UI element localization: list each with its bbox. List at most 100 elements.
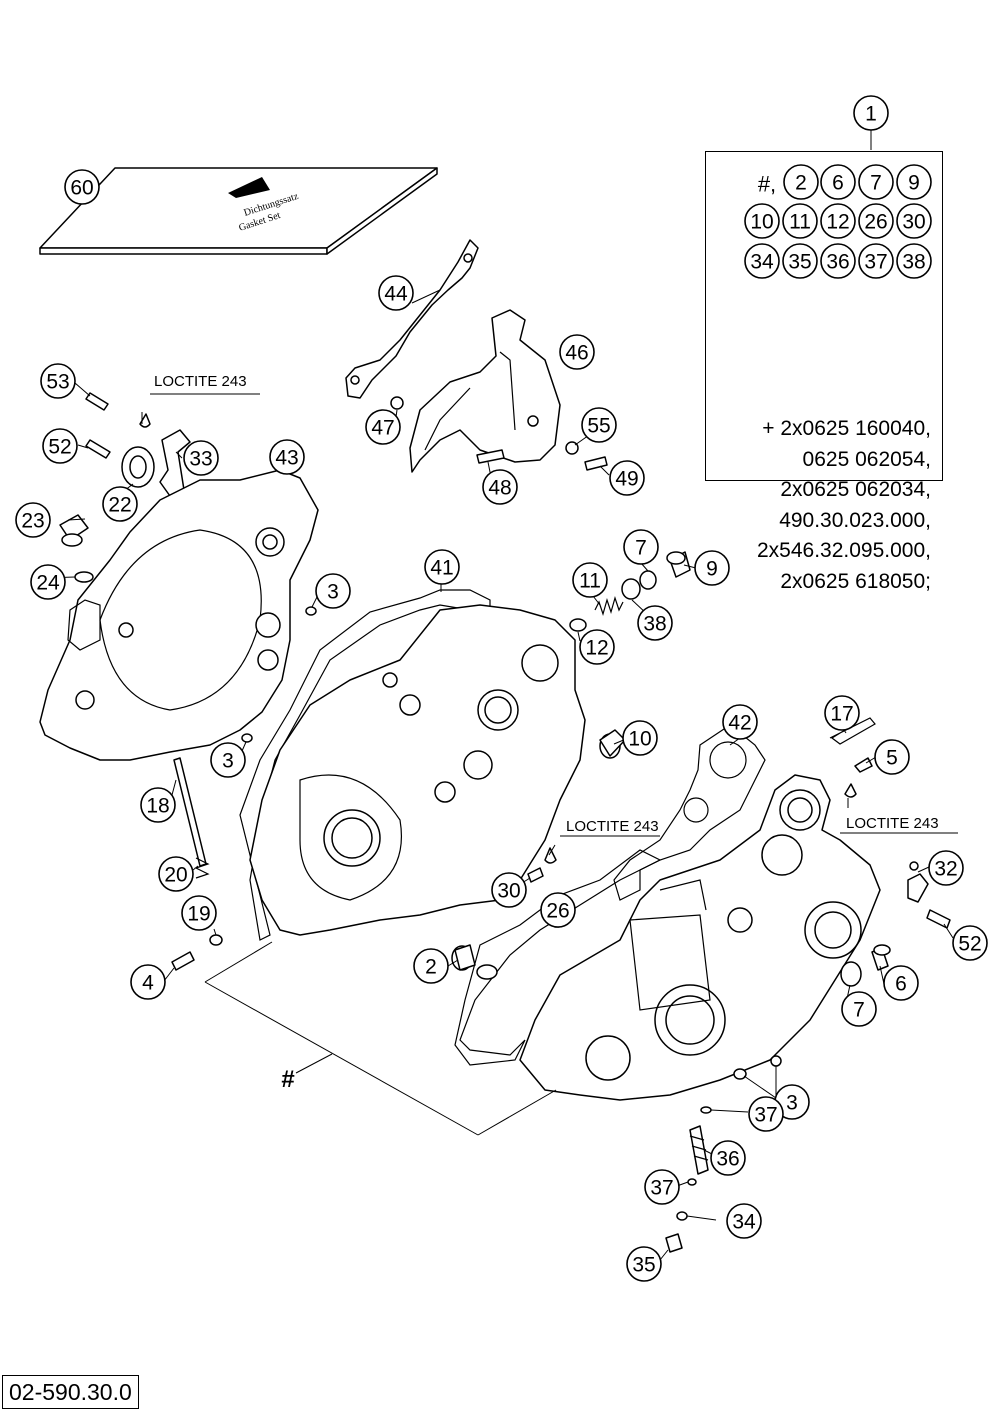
kit-line: 2x0625 618050; — [780, 569, 931, 593]
callout-41: 41 — [424, 549, 460, 585]
kit-part-number: 10 — [750, 211, 773, 234]
cover-46 — [409, 309, 561, 473]
callout-circle — [952, 925, 988, 961]
spring-36 — [689, 1125, 709, 1175]
callout-circle — [609, 460, 645, 496]
callout-number: 44 — [384, 283, 408, 306]
washer-38 — [621, 578, 641, 600]
dowel-3c — [733, 1068, 747, 1080]
callout-48: 48 — [482, 469, 518, 505]
callout-26: 26 — [540, 892, 576, 928]
callout-34: 34 — [726, 1203, 762, 1239]
kit-part-circle — [744, 243, 780, 279]
callout-number: 46 — [565, 342, 588, 365]
kit-part-circle — [858, 203, 894, 239]
ring-37b — [687, 1178, 697, 1186]
callout-number: 43 — [275, 447, 298, 470]
kit-part-number: 36 — [826, 251, 849, 274]
callout-number: 12 — [585, 637, 608, 660]
bracket-44 — [345, 239, 479, 399]
callout-number: 53 — [46, 371, 69, 394]
callout-number: 22 — [108, 494, 131, 517]
callout-number: 5 — [886, 747, 898, 770]
washer-7b — [840, 961, 862, 987]
callout-number: 3 — [786, 1092, 798, 1115]
callout-12: 12 — [579, 629, 615, 665]
callout-circle — [42, 428, 78, 464]
kit-part-number: 30 — [902, 211, 925, 234]
kit-part-circle — [820, 203, 856, 239]
callout-circle — [491, 872, 527, 908]
callout-circle — [540, 892, 576, 928]
callout-circle — [694, 550, 730, 586]
callout-number: 3 — [327, 581, 339, 604]
hash-symbol: # — [281, 1066, 294, 1093]
callout-circle — [210, 742, 246, 778]
kit-part-circle — [896, 164, 932, 200]
callout-circle — [559, 334, 595, 370]
bushing-10 — [599, 729, 626, 759]
callout-circle — [622, 720, 658, 756]
o-ring-24 — [74, 571, 94, 583]
kit-part-26: 26 — [858, 203, 894, 239]
callout-circle — [269, 439, 305, 475]
loctite-drop-5 — [844, 783, 857, 798]
spring-18 — [194, 857, 210, 879]
callout-number: 38 — [643, 613, 666, 636]
callout-number: 33 — [189, 448, 212, 471]
callout-number: 49 — [615, 468, 638, 491]
callout-number: 9 — [706, 558, 718, 581]
callout-number: 30 — [497, 880, 520, 903]
callout-circle — [158, 856, 194, 892]
callout-number: 55 — [587, 415, 610, 438]
callout-number: 26 — [546, 900, 569, 923]
kit-part-number: 35 — [788, 251, 811, 274]
callout-number: 6 — [895, 973, 907, 996]
callout-35: 35 — [626, 1246, 662, 1282]
callout-number: 2 — [425, 956, 437, 979]
kit-part-2: 2 — [783, 164, 819, 200]
callout-2: 2 — [413, 948, 449, 984]
callout-7: 7 — [623, 529, 659, 565]
kit-part-circle — [820, 243, 856, 279]
callout-18: 18 — [140, 787, 176, 823]
ring-34 — [676, 1211, 688, 1221]
kit-part-35: 35 — [782, 243, 818, 279]
gasket-set-card: Dichtungssatz Gasket Set — [39, 167, 438, 255]
kit-part-12: 12 — [820, 203, 856, 239]
callout-circle — [315, 573, 351, 609]
o-ring-2 — [476, 964, 498, 980]
callout-circle — [130, 964, 166, 1000]
callout-circle — [928, 850, 964, 886]
clutch-cover-43 — [39, 469, 319, 761]
callout-10: 10 — [622, 720, 658, 756]
spring-36-coils — [689, 1135, 709, 1161]
kit-part-38: 38 — [896, 243, 932, 279]
kit-line: 0625 062054, — [802, 447, 931, 471]
kit-part-circle — [896, 243, 932, 279]
kit-part-circle — [782, 203, 818, 239]
callout-4: 4 — [130, 964, 166, 1000]
callout-52: 52 — [952, 925, 988, 961]
callout-19: 19 — [181, 895, 217, 931]
callout-circle — [841, 991, 877, 1027]
bolt-19 — [171, 951, 195, 971]
callout-number: 17 — [830, 703, 853, 726]
kit-line: + 2x0625 160040, — [762, 417, 931, 440]
callout-circle — [710, 1140, 746, 1176]
kit-part-9: 9 — [896, 164, 932, 200]
callout-circle — [424, 549, 460, 585]
callout-circle — [626, 1246, 662, 1282]
callout-circle — [623, 529, 659, 565]
kit-number: 1 — [865, 103, 877, 126]
callout-53: 53 — [40, 363, 76, 399]
callout-number: 32 — [934, 858, 957, 881]
gasket-right — [454, 849, 662, 1066]
callout-42: 42 — [722, 704, 758, 740]
crankcase-left — [249, 604, 586, 936]
kit-part-circle — [744, 203, 780, 239]
kit-line: 2x546.32.095.000, — [757, 539, 931, 562]
kit-part-number: 7 — [870, 172, 882, 195]
